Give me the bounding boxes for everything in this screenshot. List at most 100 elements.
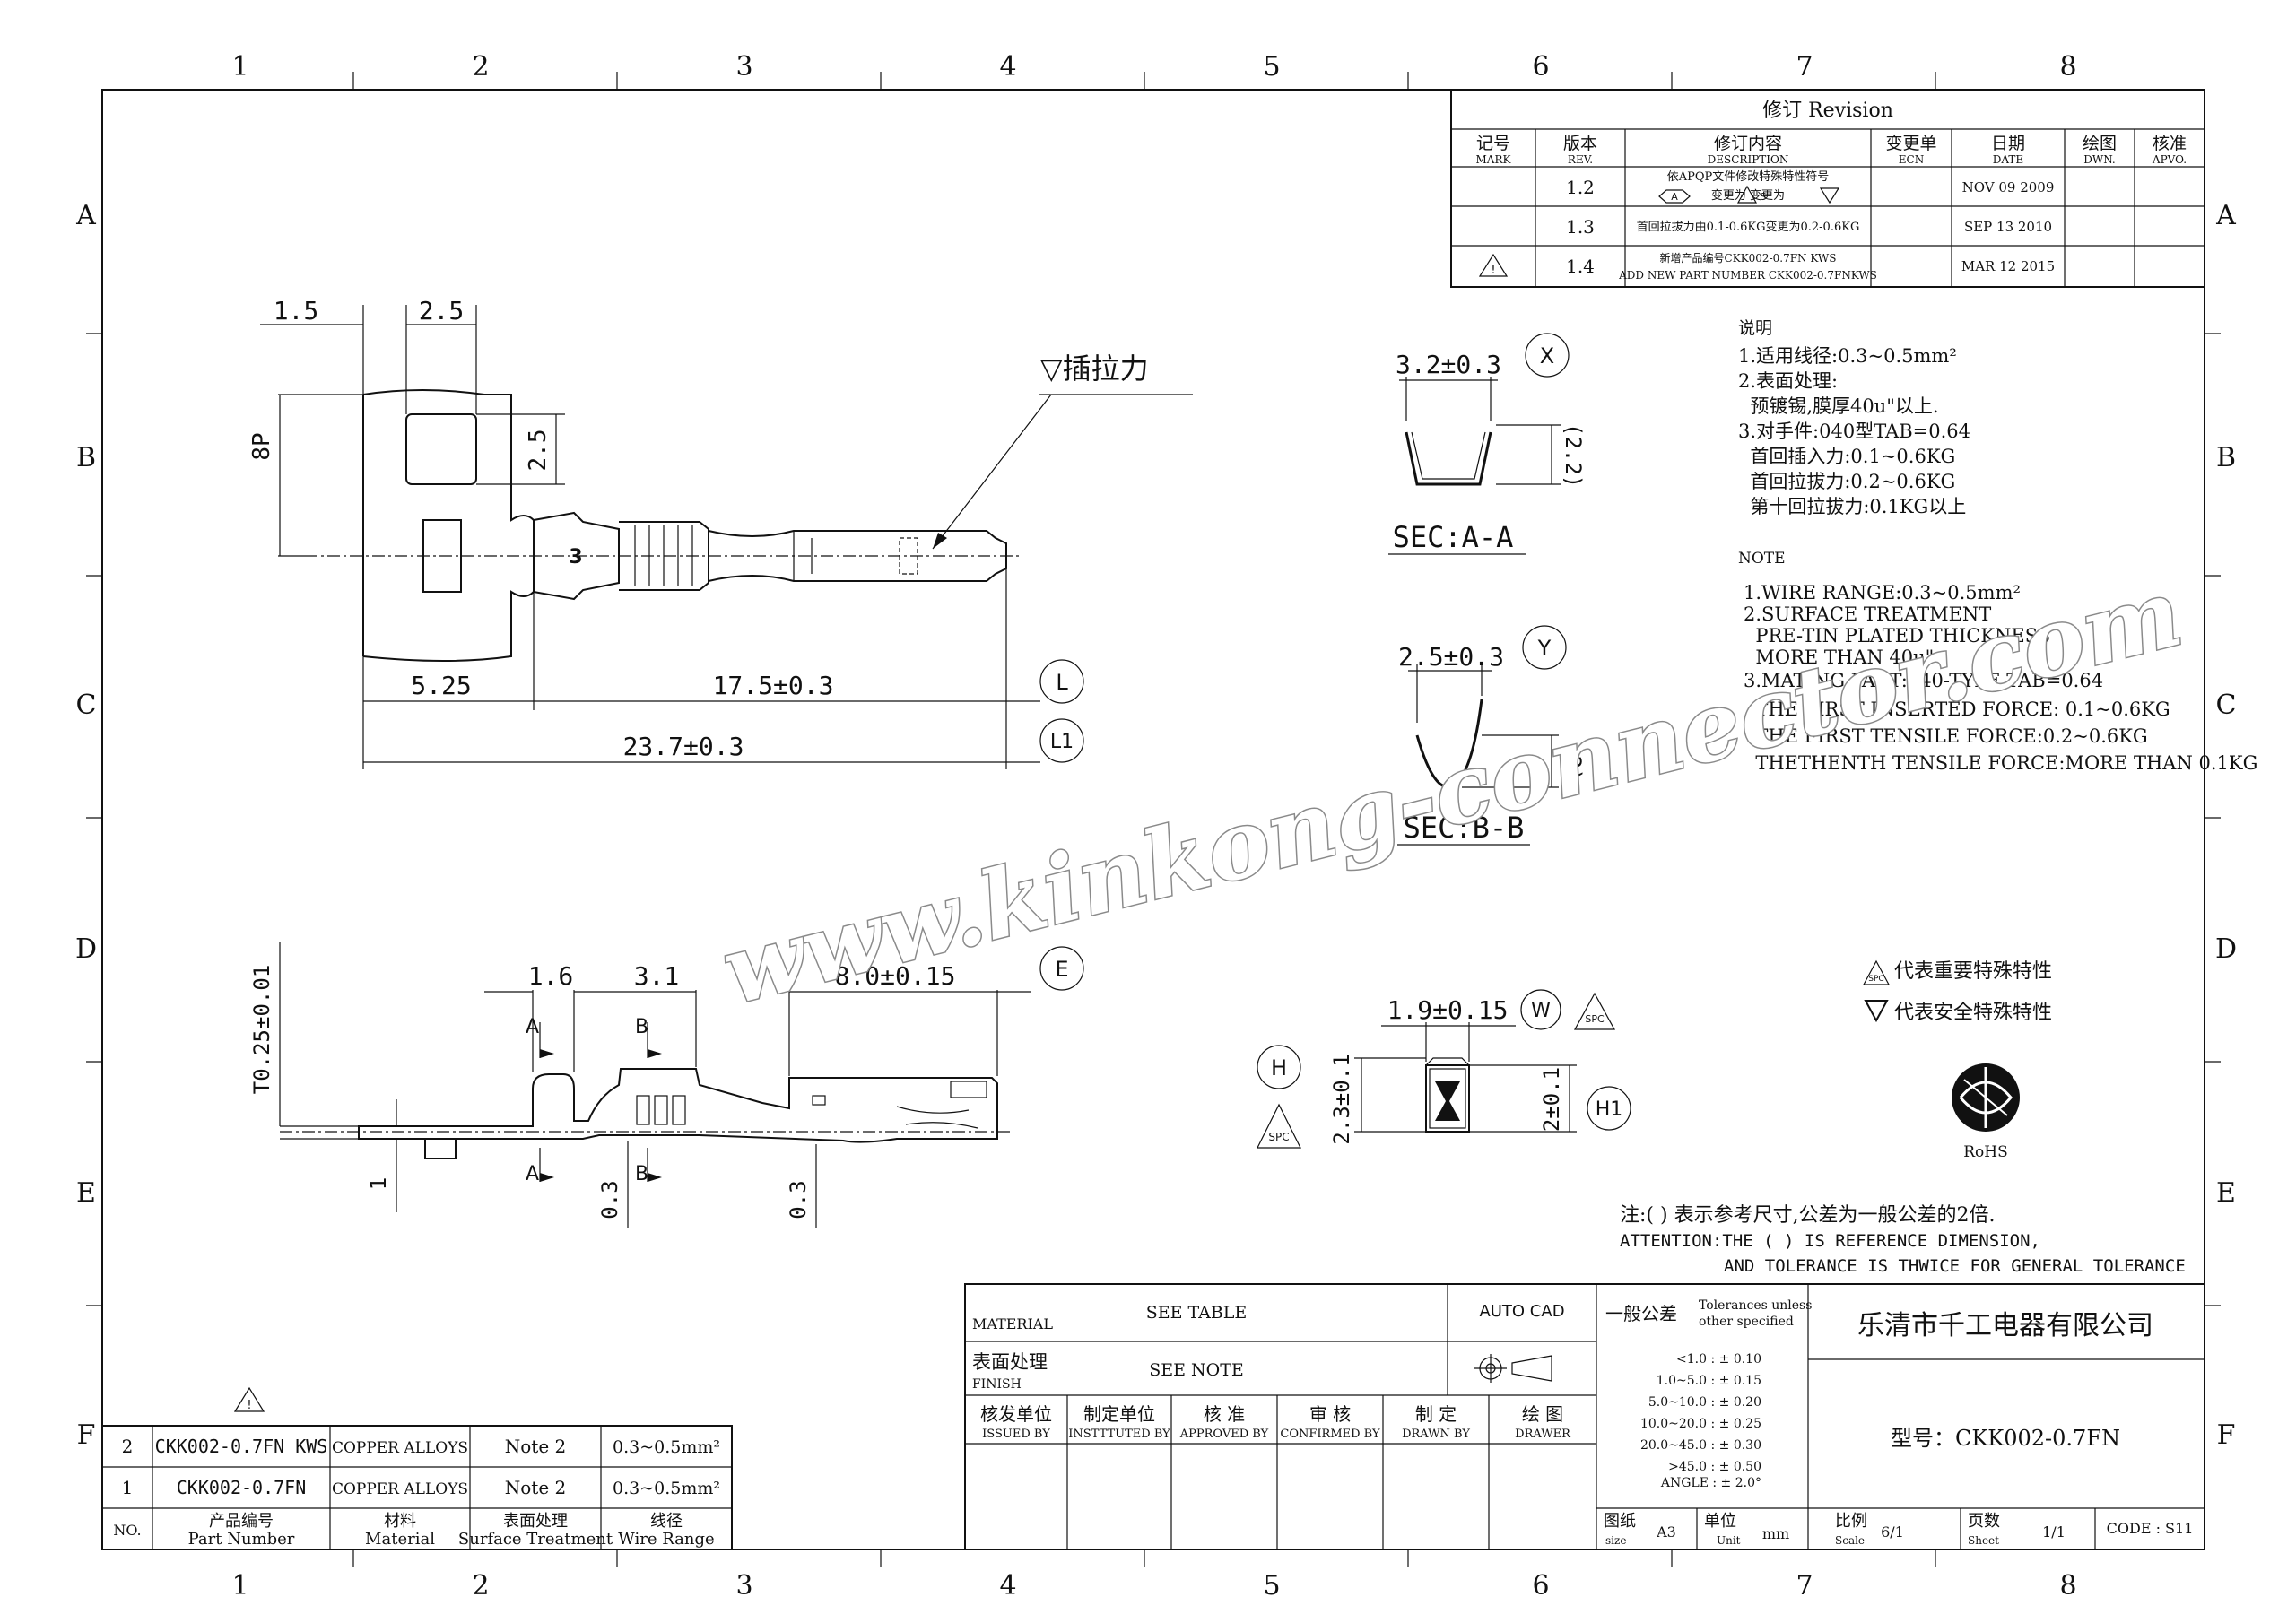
company-name: 乐清市千工电器有限公司: [1857, 1310, 2153, 1341]
row-label: A: [2215, 200, 2236, 231]
col-label: 3: [735, 1570, 752, 1601]
sign-cn: 绘 图: [1522, 1403, 1563, 1425]
unit-label-en: Unit: [1717, 1534, 1741, 1547]
col-label: 6: [1532, 1570, 1549, 1601]
scale-label-cn: 比例: [1835, 1512, 1867, 1531]
rev-header-en: APVO.: [2152, 153, 2187, 166]
sign-en: DRAWER: [1515, 1428, 1571, 1441]
end-view-height-1: 2±0.1: [1539, 1067, 1564, 1132]
rev-header: 日期: [1991, 134, 2025, 153]
dim-8-0: 8.0±0.15: [835, 961, 956, 991]
rohs-logo-icon: [1952, 1063, 2020, 1132]
note-line: 2.SURFACE TREATMENT: [1744, 603, 1991, 625]
tolerance-label-cn: 一般公差: [1605, 1303, 1677, 1324]
col-label: 8: [2059, 51, 2076, 82]
rev-date: NOV 09 2009: [1962, 179, 2055, 195]
part-surface: Note 2: [505, 1436, 567, 1457]
attention-en: ATTENTION:THE ( ) IS REFERENCE DIMENSION…: [1620, 1231, 2040, 1251]
part-material: COPPER ALLOYS: [332, 1439, 468, 1457]
row-label: C: [76, 690, 97, 721]
rev-header-en: REV.: [1568, 153, 1593, 166]
title-block: MATERIAL SEE TABLE AUTO CAD 表面处理 FINISH …: [964, 1283, 2205, 1550]
tag-circle-L: [1039, 659, 1084, 704]
parts-header-en: Material: [365, 1530, 435, 1549]
tolerance-row: 1.0~5.0 : ± 0.15: [1657, 1374, 1761, 1388]
parts-header-en: Part Number: [188, 1530, 295, 1549]
row-label: F: [77, 1419, 96, 1451]
dim-thickness: T0.25±0.01: [249, 965, 274, 1095]
tag-circle-H1: [1587, 1086, 1631, 1131]
row-labels: A B C D E F A B C D E F: [75, 200, 2237, 1451]
part-no: 1: [122, 1477, 134, 1498]
rev-desc: ADD NEW PART NUMBER CKK002-0.7FNKWS: [1618, 269, 1877, 282]
sign-en: DRAWN BY: [1402, 1428, 1470, 1441]
legend-important: 代表重要特殊特性: [1894, 960, 2052, 983]
rev-cell: 1.3: [1566, 216, 1595, 238]
sign-en: INSTTTUTED BY: [1068, 1428, 1170, 1441]
dim-3: 3: [569, 546, 582, 568]
col-label: 6: [1532, 51, 1549, 82]
tolerance-label-en: Tolerances unless: [1699, 1298, 1812, 1313]
tag-circle-Y: [1522, 625, 1567, 670]
col-label: 7: [1796, 51, 1813, 82]
rev-symbol-icons: A S: [1658, 185, 1840, 204]
dim-0-3: 0.3: [786, 1180, 811, 1219]
unit-label-cn: 单位: [1704, 1512, 1736, 1531]
finish-label-en: FINISH: [972, 1377, 1022, 1392]
sheet-label-cn: 页数: [1968, 1512, 2000, 1531]
svg-text:!: !: [247, 1399, 251, 1412]
rev-header: 修订内容: [1714, 134, 1782, 153]
parts-header-cn: 产品编号: [209, 1512, 274, 1531]
watermark: www.kinkong-connector.com: [712, 557, 2192, 1026]
sec-a-dim: 3.2±0.3: [1396, 350, 1501, 379]
parts-header-en: Surface Treatment: [458, 1530, 613, 1549]
unit-value: mm: [1762, 1525, 1789, 1542]
spc-triangle-icon: [1257, 1103, 1301, 1149]
col-label: 2: [472, 1570, 489, 1601]
parts-header-cn: 线径: [650, 1512, 683, 1531]
col-label: 1: [231, 51, 248, 82]
special-characteristics-legend: SPC 代表重要特殊特性 代表安全特殊特性 RoHS: [1862, 959, 2052, 1161]
row-label: C: [2216, 690, 2237, 721]
revision-title: 修订 Revision: [1762, 100, 1893, 122]
note-line: 1.适用线径:0.3~0.5mm²: [1738, 345, 1957, 367]
col-label: 7: [1796, 1570, 1813, 1601]
tag-L: L: [1056, 670, 1068, 695]
section-marker-A: A: [526, 1163, 539, 1185]
notes-cn-title: 说明: [1738, 318, 1772, 338]
tag-circle-L1: [1039, 718, 1084, 763]
notes-cn: 说明 1.适用线径:0.3~0.5mm² 2.表面处理: 预镀锡,膜厚40u"以…: [1738, 318, 1970, 517]
sign-cn: 审 核: [1309, 1403, 1351, 1425]
sheet-label-en: Sheet: [1968, 1534, 1999, 1547]
dim-0-3: 0.3: [597, 1180, 622, 1219]
col-label: 3: [735, 51, 752, 82]
tolerance-label-en: other specified: [1699, 1315, 1794, 1329]
autocad-label: AUTO CAD: [1479, 1302, 1564, 1321]
sec-b-dim: 2.5±0.3: [1398, 642, 1504, 672]
model-number: 型号：CKK002-0.7FN: [1891, 1426, 2120, 1451]
note-line: THE FIRST INSERTED FORCE: 0.1~0.6KG: [1744, 699, 2170, 720]
note-line: 首回拉拔力:0.2~0.6KG: [1738, 471, 1955, 492]
projection-symbol-icon: [1474, 1354, 1552, 1383]
parts-header-en: Wire Range: [618, 1530, 714, 1549]
rev-mark: !: [1491, 264, 1495, 277]
sign-cn: 制 定: [1415, 1403, 1457, 1425]
col-label: 4: [999, 51, 1016, 82]
tag-H: H: [1271, 1055, 1287, 1081]
row-label: B: [76, 442, 96, 473]
sec-b-height: (2): [1561, 742, 1586, 781]
dim-5-25: 5.25: [411, 671, 471, 700]
tolerance-row: 20.0~45.0 : ± 0.30: [1640, 1438, 1761, 1453]
tag-circle-W: [1520, 989, 1561, 1030]
col-label: 1: [231, 1570, 248, 1601]
tag-H1: H1: [1596, 1098, 1623, 1121]
rev-header-en: MARK: [1476, 153, 1512, 166]
top-view-drawing: 3 1.5 2.5 8P 2.5 5.25 17.5±0.3 23.7±0.3 …: [248, 296, 1193, 769]
spc-label: SPC: [1268, 1131, 1289, 1143]
dim-1-6: 1.6: [528, 961, 574, 991]
col-label: 8: [2059, 1570, 2076, 1601]
attention-note: 注:( ) 表示参考尺寸,公差为一般公差的2倍. ATTENTION:THE (…: [1620, 1204, 2186, 1276]
scale-value: 6/1: [1881, 1523, 1904, 1541]
dim-23-7: 23.7±0.3: [623, 732, 744, 761]
